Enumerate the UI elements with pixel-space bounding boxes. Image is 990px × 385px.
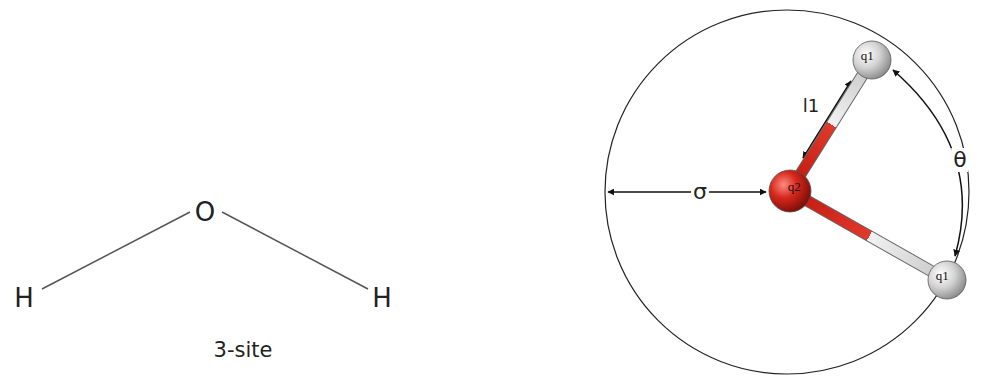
dimension-label: l1: [801, 96, 821, 116]
dimension-label: σ: [691, 180, 709, 204]
dimension-arrow: [608, 191, 766, 193]
hydrogen-atom: q1: [852, 40, 892, 80]
atom-label: H: [14, 285, 34, 311]
bond-stick: [801, 75, 863, 174]
oxygen-atom: q2: [768, 169, 812, 213]
sphere-outline: [605, 10, 969, 374]
bond-stick: [807, 201, 931, 271]
charge-label: q1: [936, 269, 949, 282]
angle-label: θ: [951, 148, 968, 172]
atom-label: O: [195, 199, 215, 225]
atom-label: H: [372, 285, 392, 311]
charge-label: q1: [861, 49, 874, 62]
bond-line: [42, 212, 190, 289]
caption-label: 3-site: [214, 340, 273, 361]
bond-line: [222, 212, 368, 289]
hydrogen-atom: q1: [927, 260, 967, 300]
dimension-arrow: [803, 81, 851, 158]
charge-label: q2: [788, 180, 801, 193]
